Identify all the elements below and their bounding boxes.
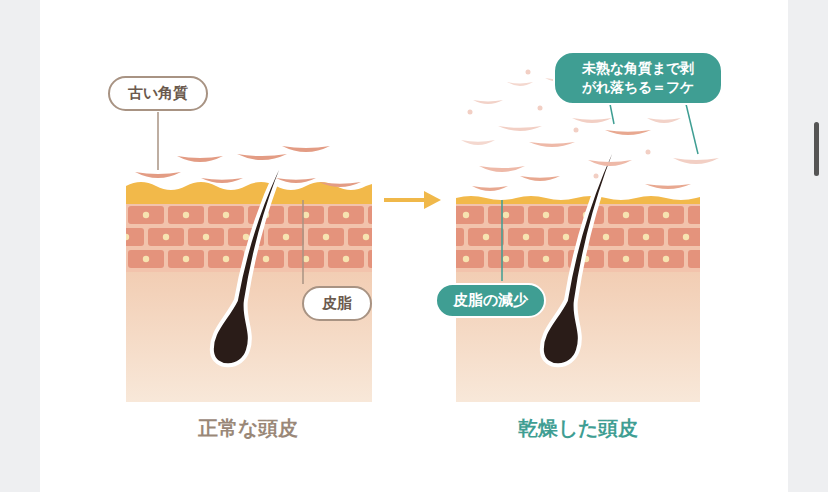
card [40, 0, 788, 492]
leader-line [501, 200, 503, 281]
leader-line [610, 104, 614, 124]
flake-dot [594, 174, 599, 179]
callout-text: 皮脂の減少 [453, 291, 528, 310]
flake-dot [574, 128, 579, 133]
horny-flake [237, 154, 287, 160]
arrow-head [424, 191, 441, 209]
peeling-flake [461, 140, 495, 145]
callout-text: 古い角質 [128, 84, 188, 103]
scrollbar [814, 122, 819, 176]
transition-arrow [384, 198, 428, 202]
peeling-flake [507, 82, 533, 86]
callout-label: 皮脂 [302, 286, 372, 321]
callout-label: 皮脂の減少 [435, 283, 546, 318]
panel-caption: 正常な頭皮 [198, 415, 298, 442]
flake-dot [538, 106, 543, 111]
flake-dot [646, 150, 651, 155]
callout-text: 皮脂 [322, 294, 352, 313]
peeling-flake [673, 158, 719, 164]
peeling-flake [605, 130, 651, 135]
callout-label: 古い角質 [108, 76, 208, 111]
leader-line [157, 112, 159, 170]
peeling-flake [645, 184, 691, 189]
horny-flake [282, 146, 330, 152]
callout-text: 未熟な角質まで剥がれ落ちる＝フケ [567, 59, 709, 97]
leader-line [302, 200, 304, 284]
horny-flake [319, 182, 361, 187]
peeling-flake [588, 160, 632, 166]
callout-label: 未熟な角質まで剥がれ落ちる＝フケ [553, 51, 723, 105]
peeling-flake [572, 118, 612, 123]
horny-flake [135, 172, 181, 178]
peeling-flake [498, 126, 542, 131]
peeling-flake [647, 118, 681, 123]
horny-flake [201, 178, 243, 183]
horny-flake [177, 156, 223, 162]
peeling-flake [520, 176, 560, 181]
leader-line [686, 104, 698, 154]
flake-dot [468, 110, 473, 115]
normal-scalp [126, 118, 372, 402]
peeling-flake [529, 142, 575, 147]
peeling-flake [479, 166, 525, 172]
flake-dot [526, 70, 531, 75]
horny-flake [276, 178, 316, 183]
peeling-flake [473, 100, 503, 104]
peeling-flake [472, 186, 508, 191]
dry-scalp [456, 70, 719, 403]
panel-caption: 乾燥した頭皮 [518, 415, 638, 442]
